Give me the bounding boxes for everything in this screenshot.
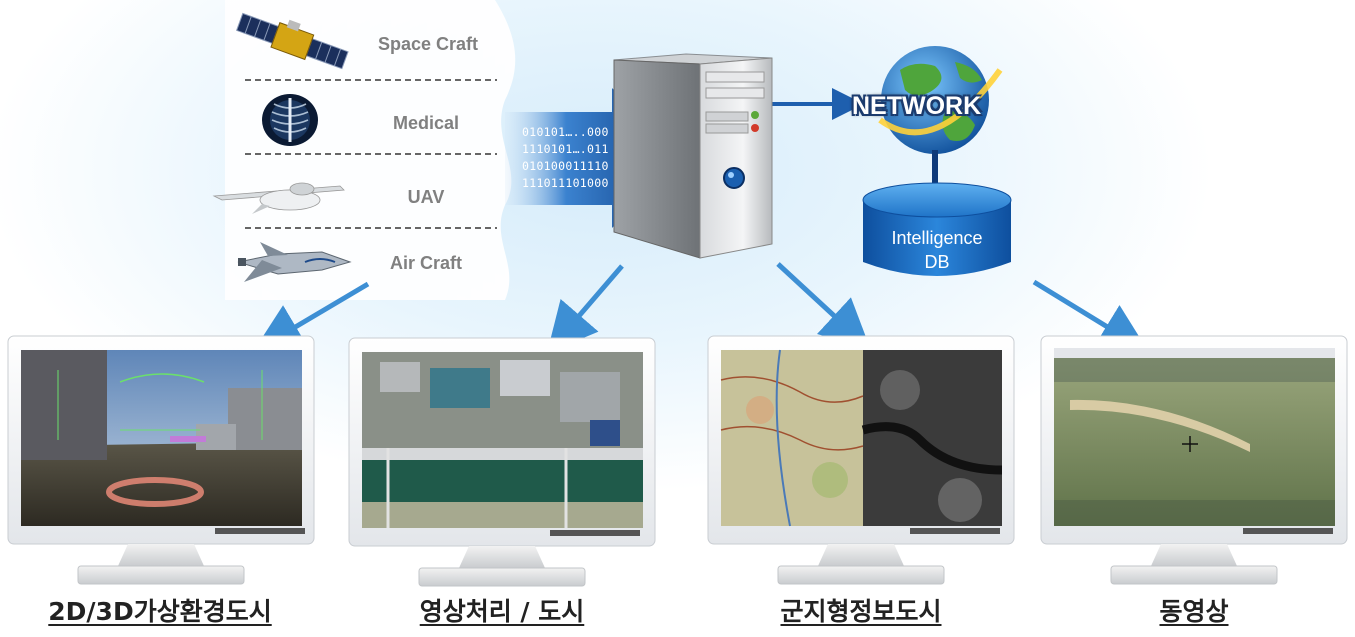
terrain-map-screen: [721, 350, 863, 526]
monitor-2: [348, 337, 656, 587]
source-label-uav: UAV: [407, 187, 445, 207]
binary-stream: 010101…..000 1110101….011 010100011110 1…: [522, 124, 632, 192]
globe-icon: [878, 46, 1003, 154]
satellite-icon: [236, 12, 349, 70]
database-label-line2: DB: [924, 252, 950, 272]
arrow-to-monitor-1: [252, 281, 370, 353]
video-window-titlebar: [1054, 348, 1335, 358]
source-label-medical: Medical: [392, 113, 460, 133]
server-icon: [613, 53, 773, 259]
database-label-line1: Intelligence: [891, 228, 983, 248]
monitor-4: [1040, 335, 1348, 585]
network-label: NETWORK: [852, 92, 982, 120]
monitor-3: [707, 335, 1015, 585]
database-icon: [862, 182, 1012, 276]
monitor-label-3: 군지형정보도시: [780, 597, 942, 626]
binary-line: 111011101000: [522, 176, 609, 190]
aircraft-icon: [237, 242, 352, 282]
binary-line: 010101…..000: [522, 125, 609, 139]
database-label: Intelligence DB: [862, 226, 1012, 274]
arrow-to-monitor-2: [546, 264, 624, 354]
monitor-label-2: 영상처리 / 도시: [419, 597, 585, 626]
monitor-label-1: 2D/3D가상환경도시: [48, 597, 272, 626]
binary-line: 010100011110: [522, 159, 609, 173]
monitor-1: [7, 335, 315, 585]
uav-icon: [212, 182, 345, 214]
source-label-space-craft: Space Craft: [377, 34, 479, 54]
source-label-air-craft: Air Craft: [389, 253, 462, 273]
xray-icon: [262, 94, 318, 146]
binary-line: 1110101….011: [522, 142, 609, 156]
monitor-label-4: 동영상: [1159, 597, 1229, 626]
arrow-to-monitor-4: [1032, 279, 1150, 353]
arrow-to-monitor-3: [776, 262, 871, 350]
sources-panel: [225, 0, 516, 300]
video-feed-screen: [1054, 358, 1335, 526]
